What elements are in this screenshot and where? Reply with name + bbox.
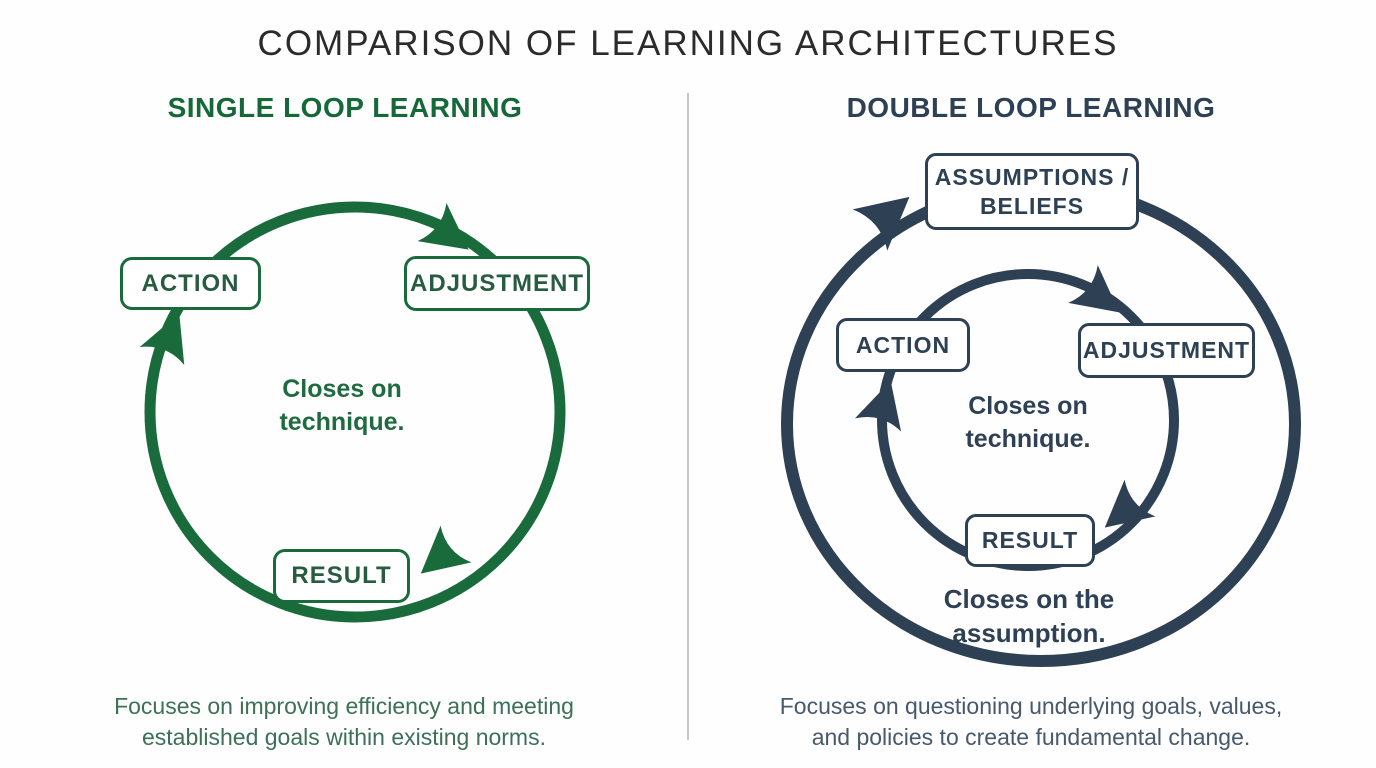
single-result-label: RESULT xyxy=(291,562,392,589)
single-loop-heading: SINGLE LOOP LEARNING xyxy=(167,92,523,123)
double-assumptions-node: ASSUMPTIONS / BELIEFS xyxy=(925,153,1139,230)
double-inner-note: Closes on technique. xyxy=(918,390,1138,455)
double-outer-note-line1: Closes on the xyxy=(943,584,1115,614)
single-center-note-line2: technique. xyxy=(279,407,405,436)
double-assumptions-line1: ASSUMPTIONS / xyxy=(934,163,1130,190)
double-outer-note-line2: assumption. xyxy=(952,617,1106,648)
column-divider xyxy=(687,93,689,740)
single-loop-caption: Focuses on improving efficiency and meet… xyxy=(64,691,624,753)
inner-arrowhead-top-icon xyxy=(1068,265,1135,332)
single-caption-line1: Focuses on improving efficiency and meet… xyxy=(114,693,574,719)
double-assumptions-label: ASSUMPTIONS / BELIEFS xyxy=(935,163,1129,221)
page-title: COMPARISON OF LEARNING ARCHITECTURES xyxy=(257,24,1119,63)
double-loop-caption: Focuses on questioning underlying goals,… xyxy=(721,691,1341,753)
single-center-note-line1: Closes on xyxy=(282,375,402,403)
single-caption-line2: established goals within existing norms. xyxy=(142,724,546,751)
single-center-note: Closes on technique. xyxy=(232,373,452,438)
single-action-label: ACTION xyxy=(141,269,240,297)
double-loop-heading: DOUBLE LOOP LEARNING xyxy=(846,92,1216,123)
double-inner-note-line1: Closes on xyxy=(968,392,1088,420)
single-result-node: RESULT xyxy=(273,549,410,603)
double-outer-note: Closes on the assumption. xyxy=(899,583,1159,651)
double-caption-line1: Focuses on questioning underlying goals,… xyxy=(779,693,1283,719)
double-inner-note-line2: technique. xyxy=(965,424,1091,453)
double-result-label: RESULT xyxy=(981,527,1079,553)
double-adjustment-label: ADJUSTMENT xyxy=(1082,337,1251,363)
single-action-node: ACTION xyxy=(120,257,261,310)
double-assumptions-line2: BELIEFS xyxy=(979,192,1085,219)
double-result-node: RESULT xyxy=(965,514,1095,567)
double-caption-line2: and policies to create fundamental chang… xyxy=(811,724,1251,751)
double-action-label: ACTION xyxy=(855,331,951,358)
single-loop-circle xyxy=(144,201,566,623)
double-adjustment-node: ADJUSTMENT xyxy=(1078,323,1255,378)
single-adjustment-node: ADJUSTMENT xyxy=(404,256,590,311)
double-action-node: ACTION xyxy=(836,318,970,372)
single-adjustment-label: ADJUSTMENT xyxy=(409,269,584,297)
